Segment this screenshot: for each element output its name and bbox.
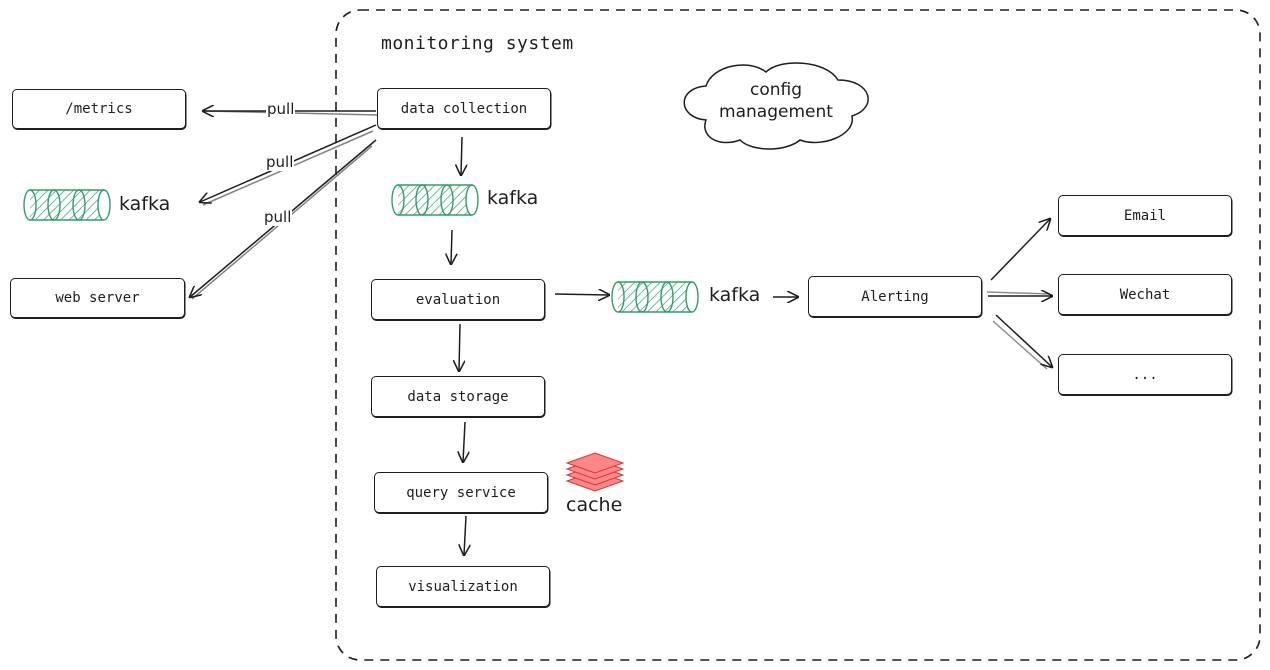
config-management-label: config management — [708, 79, 844, 123]
evaluation-box: evaluation — [371, 279, 545, 320]
system-title: monitoring system — [381, 33, 574, 54]
query-service-box: query service — [374, 472, 548, 513]
kafka-cylinder-collection — [391, 184, 479, 216]
pull-label-web-server: pull — [263, 208, 293, 226]
pull-arrows — [190, 111, 379, 300]
channel-wechat-box: Wechat — [1058, 274, 1232, 315]
pull-label-kafka: pull — [265, 153, 295, 171]
kafka-cylinder-evaluation — [611, 281, 699, 313]
web-server-box: web server — [10, 278, 185, 318]
cache-label: cache — [566, 494, 623, 516]
kafka-cylinder-external — [23, 189, 111, 221]
channel-email-box: Email — [1058, 195, 1232, 236]
cache-icon — [565, 452, 625, 492]
kafka-label-external: kafka — [119, 193, 171, 215]
metrics-endpoint-box: /metrics — [12, 89, 186, 129]
alerting-box: Alerting — [808, 276, 982, 317]
config-label-line1: config — [749, 80, 803, 100]
data-storage-box: data storage — [371, 376, 545, 417]
pipeline-arrows — [451, 136, 1052, 555]
kafka-label-collection: kafka — [487, 187, 539, 209]
data-collection-box: data collection — [377, 88, 551, 129]
pull-label-metrics: pull — [266, 100, 296, 118]
kafka-label-evaluation: kafka — [709, 284, 761, 306]
config-cloud-shape — [683, 62, 869, 150]
visualization-box: visualization — [376, 566, 550, 607]
channel-more-box: ... — [1058, 354, 1232, 395]
monitoring-system-boundary — [335, 9, 1261, 661]
config-label-line2: management — [719, 102, 833, 122]
